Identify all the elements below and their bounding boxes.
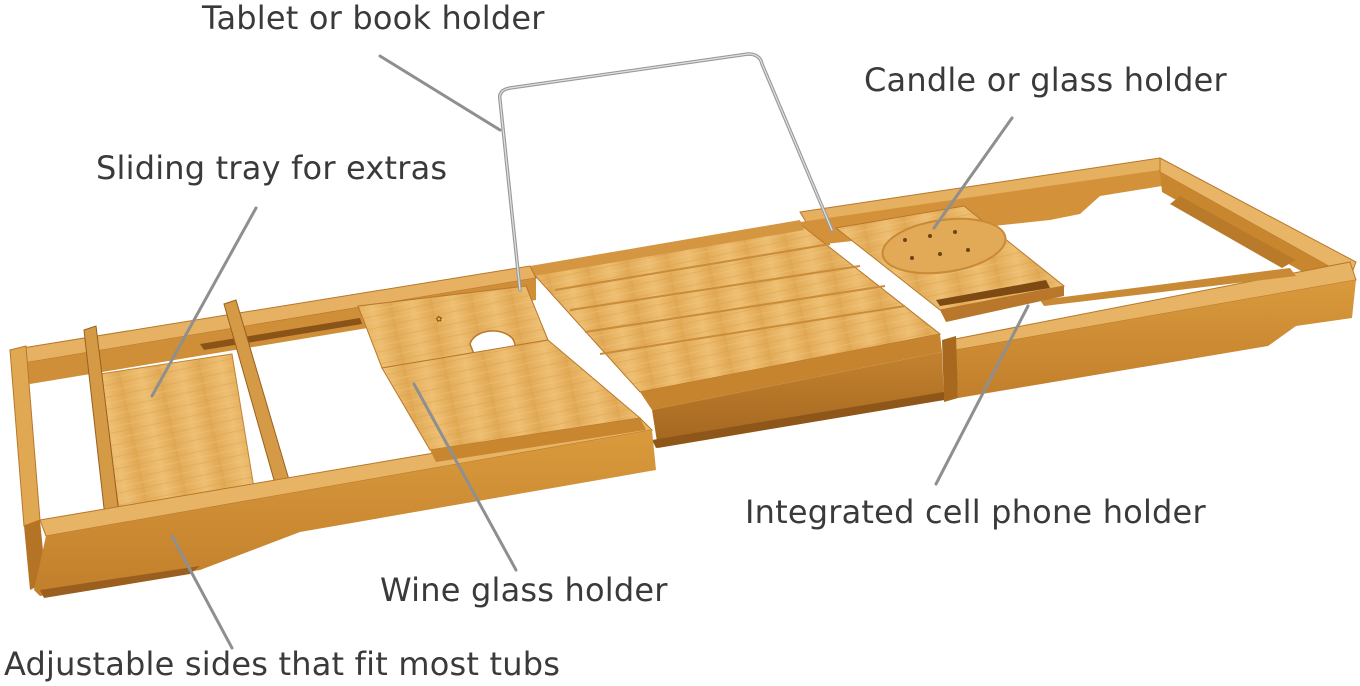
center-slat-panel [529,220,944,448]
right-extendable-frame [799,157,1357,402]
label-tablet-holder: Tablet or book holder [202,0,545,37]
label-wine-holder: Wine glass holder [380,571,668,609]
leader-line-candle [932,116,1014,230]
leader-line-sides [170,534,234,650]
label-adjustable-sides: Adjustable sides that fit most tubs [4,645,561,683]
leader-line-wine [412,382,518,572]
leader-line-tray [150,206,258,398]
label-phone-holder: Integrated cell phone holder [745,493,1206,531]
brand-mark-icon: ✿ [435,314,443,324]
leader-line-tablet [378,54,502,132]
label-sliding-tray: Sliding tray for extras [96,149,448,187]
leader-lines [150,54,1030,650]
label-candle-holder: Candle or glass holder [864,61,1227,99]
wine-glass-holder-block: ✿ [357,285,646,462]
leader-line-phone [934,304,1030,486]
candle-holder-block [834,205,1066,322]
tablet-stand-wire [497,52,834,292]
